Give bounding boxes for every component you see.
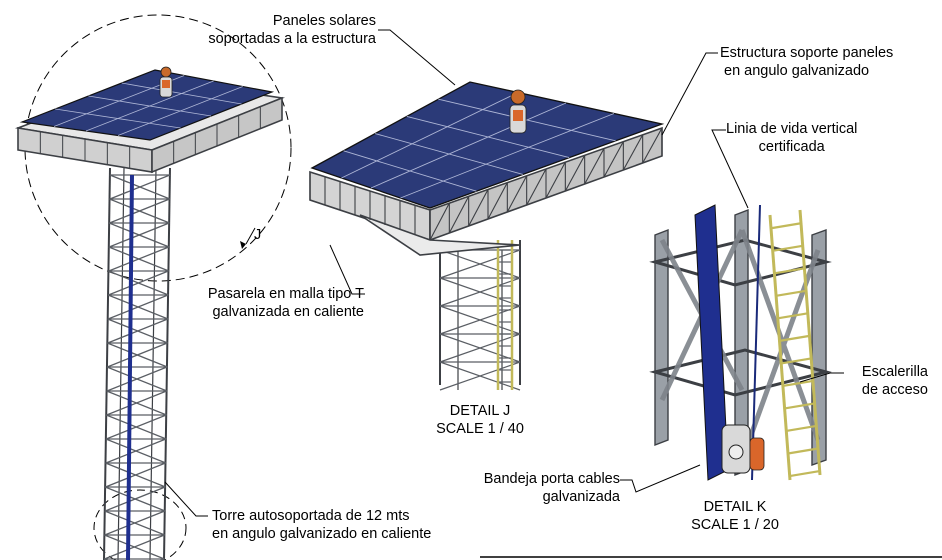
- detail-j-scale: SCALE 1 / 40: [436, 421, 524, 437]
- detail-k-title: DETAIL K: [703, 499, 767, 515]
- label-bandeja-line2: galvanizada: [542, 489, 620, 505]
- tower-cable-tray: [126, 174, 134, 560]
- label-escalerilla: Escalerilla de acceso: [862, 363, 928, 399]
- detail-j-bracing: [439, 249, 521, 391]
- detail-k-ladder-rungs: [770, 222, 820, 478]
- detail-j-solar-panels: [310, 81, 665, 209]
- label-estructura-line1: Estructura soporte paneles: [720, 45, 894, 61]
- detail-j-caption: DETAIL J SCALE 1 / 40: [430, 402, 530, 438]
- detail-j-worker-icon: [509, 89, 527, 134]
- detail-j-arrow-icon: [240, 241, 246, 249]
- detail-j-mast: [439, 240, 521, 390]
- label-escalerilla-line1: Escalerilla: [861, 364, 928, 380]
- label-linia-line1: Linia de vida vertical: [726, 121, 858, 137]
- detail-k-circle: [93, 489, 187, 560]
- label-pasarela-line2: galvanizada en caliente: [212, 304, 364, 320]
- detail-j-view: [309, 81, 665, 391]
- detail-k-caption: DETAIL K SCALE 1 / 20: [685, 498, 785, 534]
- label-estructura-line2: en angulo galvanizado: [724, 63, 870, 79]
- leader-lines: [164, 29, 844, 517]
- label-bandeja-line1: Bandeja porta cables: [483, 471, 620, 487]
- label-linia-de-vida: Linia de vida vertical certificada: [726, 120, 857, 156]
- label-torre-line1: Torre autosoportada de 12 mts: [212, 508, 410, 524]
- detail-k-view: [649, 204, 832, 481]
- tower-solar-panels: [19, 69, 275, 141]
- label-escalerilla-line2: de acceso: [861, 382, 928, 398]
- tower-platform-truss: [17, 98, 283, 172]
- detail-k-scale: SCALE 1 / 20: [691, 517, 779, 533]
- detail-j-ladder: [496, 240, 514, 390]
- label-bandeja: Bandeja porta cables galvanizada: [484, 470, 620, 506]
- tower-full-view: [14, 14, 292, 560]
- label-paneles-solares: Paneles solares soportadas a la estructu…: [208, 12, 376, 48]
- label-pasarela: Pasarela en malla tipo T galvanizada en …: [208, 285, 364, 321]
- detail-j-truss: [309, 127, 663, 241]
- detail-k-worker-icon: [721, 424, 765, 474]
- label-torre: Torre autosoportada de 12 mts en angulo …: [212, 507, 431, 543]
- label-pasarela-line1: Pasarela en malla tipo T: [207, 286, 364, 302]
- label-estructura-soporte: Estructura soporte paneles en angulo gal…: [720, 44, 893, 80]
- label-linia-line2: certificada: [758, 139, 825, 155]
- tower-mast: [103, 167, 171, 560]
- detail-k-lifeline: [751, 204, 761, 481]
- tower-bracing: [103, 174, 171, 560]
- detail-j-title: DETAIL J: [449, 403, 511, 419]
- detail-j-circle: [24, 14, 292, 282]
- tower-worker-icon: [159, 66, 173, 98]
- detail-j-marker: J: [254, 227, 262, 243]
- label-torre-line2: en angulo galvanizado en caliente: [212, 526, 432, 542]
- label-paneles-line2: soportadas a la estructura: [208, 31, 376, 47]
- detail-k-ladder: [768, 209, 822, 481]
- label-paneles-line1: Paneles solares: [272, 13, 376, 29]
